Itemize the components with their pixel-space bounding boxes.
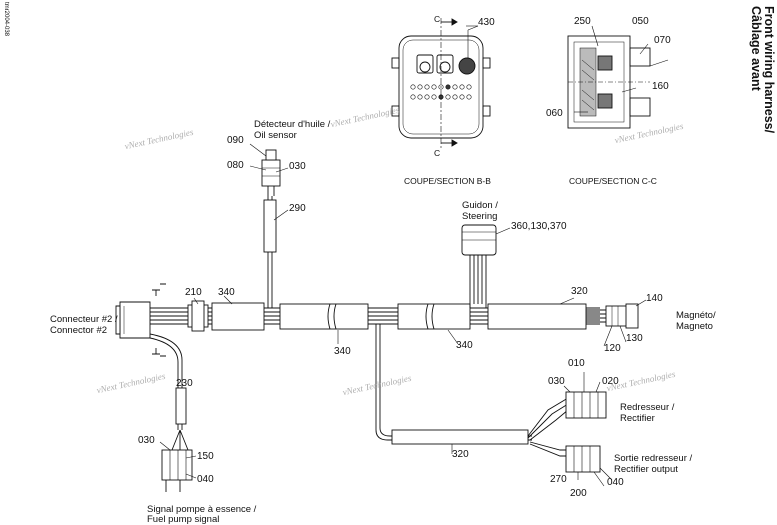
leader-lines	[159, 25, 647, 487]
oil-sensor-label-fr: Détecteur d'huile /	[254, 119, 331, 130]
steering-label-fr: Guidon /	[462, 200, 498, 211]
part-number-230: 230	[176, 378, 193, 389]
magneto-connector	[586, 303, 639, 329]
steering-label-en: Steering	[462, 211, 498, 222]
part-number-340-top: 340	[218, 287, 235, 298]
part-number-090: 090	[227, 135, 244, 146]
part-number-070: 070	[654, 35, 671, 46]
diagram-title-en: Front wiring harness/	[762, 6, 776, 134]
oil-sensor-label-en: Oil sensor	[254, 130, 297, 141]
rectifier-label-fr: Redresseur /	[620, 402, 675, 413]
part-number-040-fuel: 040	[197, 474, 214, 485]
part-number-steering: 360,130,370	[511, 221, 567, 232]
connector2-label-fr: Connecteur #2 /	[50, 314, 118, 325]
rectifier-output-label-fr: Sortie redresseur /	[614, 453, 693, 464]
magneto-label-en: Magneto	[676, 321, 713, 332]
cut-mark-c-top: C	[434, 14, 441, 24]
diagram-title-fr: Câblage avant	[749, 6, 763, 91]
doc-code: tmr2004-038	[3, 2, 9, 37]
rectifier-label-en: Rectifier	[620, 413, 655, 424]
section-bb-connector	[391, 18, 491, 148]
part-number-320-top: 320	[571, 286, 588, 297]
part-number-130: 130	[626, 333, 643, 344]
fuel-pump-label-en: Fuel pump signal	[147, 514, 220, 525]
rectifier-output-label-en: Rectifier output	[614, 464, 678, 475]
part-number-320-bottom: 320	[452, 449, 469, 460]
part-number-340-right: 340	[456, 340, 473, 351]
part-number-140: 140	[646, 293, 663, 304]
main-trunk	[115, 283, 600, 357]
rectifier-branch	[375, 324, 607, 473]
part-number-290: 290	[289, 203, 306, 214]
part-number-080: 080	[227, 160, 244, 171]
part-number-270: 270	[550, 474, 567, 485]
section-cc-connector	[567, 25, 669, 129]
section-cc-caption: COUPE/SECTION C-C	[569, 176, 657, 186]
part-number-030-fuel: 030	[138, 435, 155, 446]
part-number-010: 010	[568, 358, 585, 369]
cut-mark-c-bottom: C	[434, 148, 441, 158]
part-number-430: 430	[478, 17, 495, 28]
fuel-pump-label-fr: Signal pompe à essence /	[147, 504, 257, 515]
part-number-030-rect: 030	[548, 376, 565, 387]
magneto-label-fr: Magnéto/	[676, 310, 716, 321]
part-number-340-mid: 340	[334, 346, 351, 357]
part-number-160: 160	[652, 81, 669, 92]
part-number-030-oil: 030	[289, 161, 306, 172]
section-bb-caption: COUPE/SECTION B-B	[404, 176, 491, 186]
part-number-250: 250	[574, 16, 591, 27]
part-number-020: 020	[602, 376, 619, 387]
oil-sensor-branch	[261, 149, 281, 308]
part-number-210: 210	[185, 287, 202, 298]
part-number-050: 050	[632, 16, 649, 27]
part-number-200: 200	[570, 488, 587, 499]
connector2-label-en: Connector #2	[50, 325, 108, 336]
part-number-060: 060	[546, 108, 563, 119]
steering-branch	[461, 224, 497, 308]
part-number-150: 150	[197, 451, 214, 462]
part-number-040-rect: 040	[607, 477, 624, 488]
part-number-120: 120	[604, 343, 621, 354]
fuel-pump-branch	[149, 333, 193, 492]
